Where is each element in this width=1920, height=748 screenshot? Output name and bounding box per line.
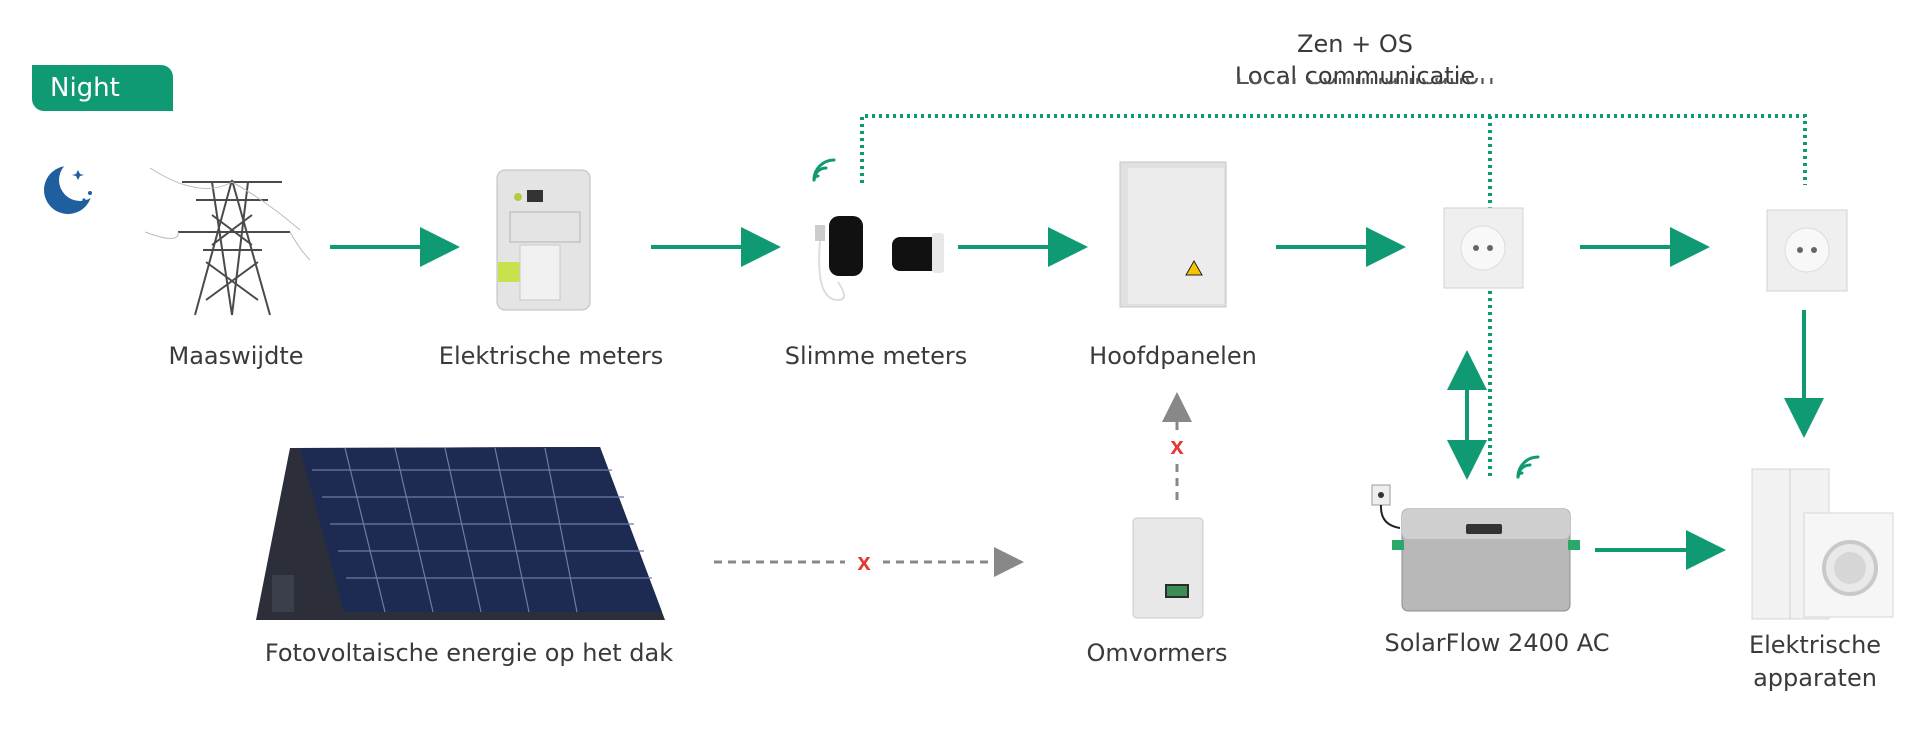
night-badge: Night [32,65,173,111]
inverter-icon [1132,517,1204,619]
solarflow-battery-icon [1371,484,1580,612]
local-communication-lines [860,114,1807,478]
label-appliances-line-1: Elektrische [1748,631,1882,659]
blocked-mark: x [857,549,871,576]
label-smart-meter: Slimme meters [784,342,968,370]
transmission-tower-icon [144,167,311,316]
wifi-icon-2 [1516,455,1540,479]
flow-arrows [330,227,1824,570]
wall-socket-2-icon [1766,209,1848,292]
wall-socket-icon [1443,207,1524,289]
blocked-mark-2: x [1170,433,1184,460]
wifi-icon [812,158,836,182]
solar-roof-icon [256,447,665,620]
clipped-comm-text: Local Communication [1235,78,1495,92]
label-solar-roof: Fotovoltaische energie op het dak [264,639,674,667]
label-appliances: Elektrische apparaten [1749,629,1881,695]
moon-icon [44,159,101,214]
comm-line-1: Zen + OS [1297,30,1413,58]
electric-meter-icon [496,169,591,311]
label-electric-meter: Elektrische meters [438,342,664,370]
label-main-panel: Hoofdpanelen [1089,342,1257,370]
label-solarflow: SolarFlow 2400 AC [1384,629,1610,657]
smart-meter-icon [815,216,944,302]
label-grid: Maaswijdte [168,342,304,370]
label-appliances-line-2: apparaten [1753,664,1877,692]
appliances-icon [1751,468,1894,620]
label-inverter: Omvormers [1086,639,1228,667]
comm-line-2: Local communicatie [1234,62,1476,90]
distribution-panel-icon [1119,161,1227,308]
inactive-flow-arrows [714,392,1192,577]
communication-label: Zen + OS Local communicatie [1235,28,1475,92]
